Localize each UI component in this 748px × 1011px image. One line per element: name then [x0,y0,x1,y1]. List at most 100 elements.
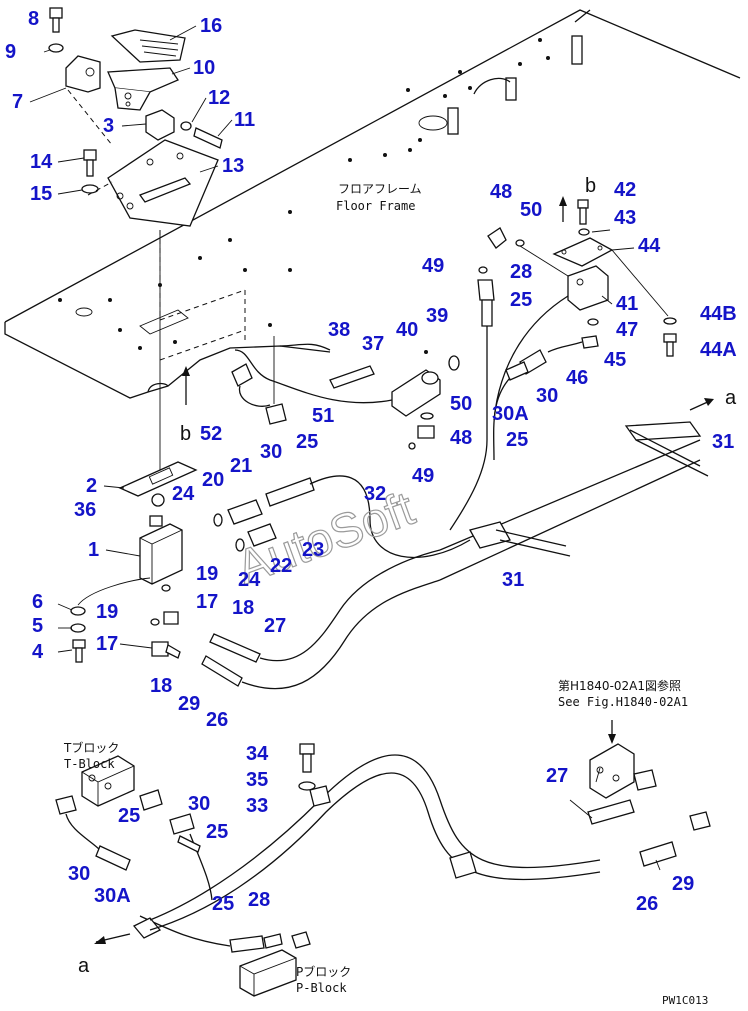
t-block-label-en: T-Block [64,757,115,771]
callout-41: 41 [616,293,638,315]
callout-32: 32 [364,483,386,505]
callout-28-top: 28 [510,261,532,283]
callout-46: 46 [566,367,588,389]
callout-19-top: 19 [196,563,218,585]
callout-25-mid: 25 [506,429,528,451]
callout-10: 10 [193,57,215,79]
callout-44: 44 [638,235,661,257]
callout-29-bottom: 29 [672,873,694,895]
callout-9: 9 [5,41,16,63]
callout-31-right: 31 [712,431,734,453]
right-valve-assembly [408,199,677,531]
callout-23: 23 [302,539,324,561]
callout-2: 2 [86,475,97,497]
callout-17-bottom: 17 [96,633,118,655]
callout-16: 16 [200,15,222,37]
callout-7: 7 [12,91,23,113]
callout-25-bottom-left: 25 [118,805,140,827]
figure-code: PW1C013 [662,994,708,1007]
callout-8: 8 [28,8,39,30]
p-block-detail [139,915,311,997]
see-fig-label-jp: 第H1840-02A1図参照 [558,678,681,693]
pedal-valve [70,230,701,690]
valve-fittings [213,475,471,559]
callout-25-top: 25 [510,289,532,311]
callout-27-top: 27 [264,615,286,637]
callout-38: 38 [328,319,350,341]
callout-3: 3 [103,115,114,137]
callout-18-top: 18 [232,597,254,619]
callout-30a-top: 30A [492,403,529,425]
arrow-a-top-label: a [725,387,737,409]
callout-20: 20 [202,469,224,491]
callout-24-bottom: 24 [238,569,261,591]
callout-40: 40 [396,319,418,341]
floor-frame-plate [4,9,741,399]
callout-24-top: 24 [172,483,195,505]
callout-30-top: 30 [536,385,558,407]
callout-42: 42 [614,179,636,201]
callout-25-left: 25 [296,431,318,453]
callout-37: 37 [362,333,384,355]
p-block-label-jp: Pブロック [296,964,351,979]
callout-4: 4 [32,641,44,663]
callout-leaders [29,25,661,871]
callout-49-top: 49 [422,255,444,277]
callout-21: 21 [230,455,252,477]
callout-30-bottom: 30 [188,793,210,815]
callout-26-bottom: 26 [636,893,658,915]
callout-39: 39 [426,305,448,327]
floor-frame-label-jp: フロアフレーム [338,182,422,196]
callout-25-bottom-right: 25 [206,821,228,843]
pedal-assembly [48,7,246,361]
callout-44b: 44B [700,303,737,325]
callout-26-top: 26 [206,709,228,731]
callout-6: 6 [32,591,43,613]
callout-49-mid: 49 [412,465,434,487]
callout-12: 12 [208,87,230,109]
callout-36: 36 [74,499,96,521]
callout-34: 34 [246,743,269,765]
callout-18-bottom: 18 [150,675,172,697]
callout-labels: 8 9 16 10 7 12 3 11 1 4 13 15 48 50 42 43… [5,8,737,915]
callout-13: 13 [222,155,244,177]
callout-1: 1 [88,539,99,561]
callout-48-mid: 48 [450,427,472,449]
callout-51: 51 [312,405,334,427]
callout-17-top: 17 [196,591,218,613]
accumulator-assembly [231,336,460,425]
callout-19-bottom: 19 [96,601,118,623]
callout-50-mid: 50 [450,393,472,415]
see-fig-label-en: See Fig.H1840-02A1 [558,695,688,709]
callout-30-bottom-left: 30 [68,863,90,885]
callout-30-mid: 30 [260,441,282,463]
direction-arrows-top [182,196,714,411]
callout-22: 22 [270,555,292,577]
arrow-a-bottom-label: a [78,955,90,977]
callout-44a: 44A [700,339,737,361]
callout-35: 35 [246,769,268,791]
callout-29-top: 29 [178,693,200,715]
arrow-b-left-label: b [180,423,191,445]
arrow-b-right-label: b [585,175,596,197]
p-block-label-en: P-Block [296,981,347,995]
bottom-hose-routing [94,720,711,944]
callout-30a-bottom: 30A [94,885,131,907]
callout-48-top: 48 [490,181,512,203]
t-block-label-jp: Tブロック [63,740,119,755]
callout-33: 33 [246,795,268,817]
floor-holes [58,38,550,350]
callout-43: 43 [614,207,636,229]
callout-27-bottom: 27 [546,765,568,787]
callout-28-bottom: 28 [248,889,270,911]
callout-25-bottom: 25 [212,893,234,915]
callout-52: 52 [200,423,222,445]
t-block-detail [55,755,213,901]
callout-31-mid: 31 [502,569,524,591]
floor-frame-label-en: Floor Frame [336,199,415,213]
callout-15: 15 [30,183,52,205]
callout-11: 11 [234,109,255,131]
callout-50-top: 50 [520,199,542,221]
callout-47: 47 [616,319,638,341]
